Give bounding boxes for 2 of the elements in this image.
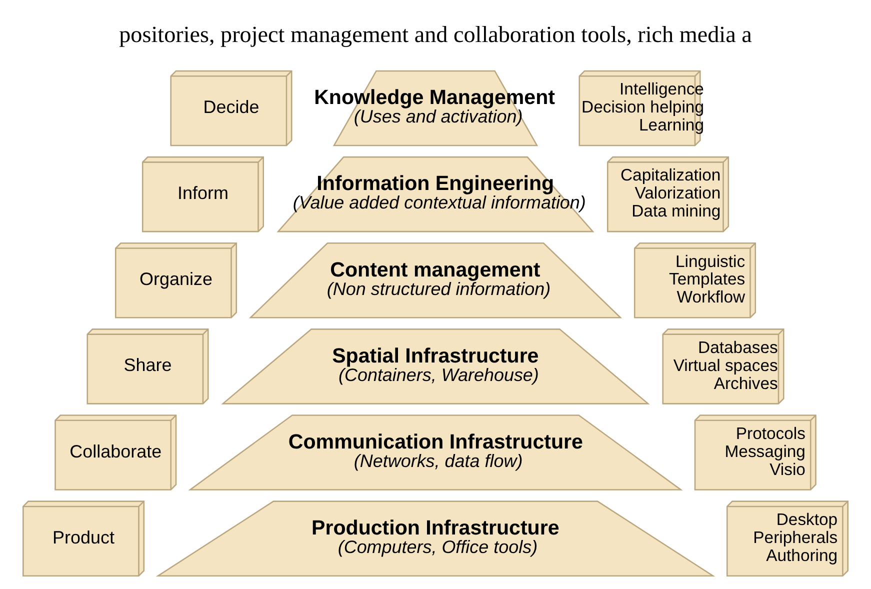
node-label: Knowledge Management (314, 86, 555, 110)
label: positories, project management and collaboration tools, rich media a (119, 22, 752, 48)
